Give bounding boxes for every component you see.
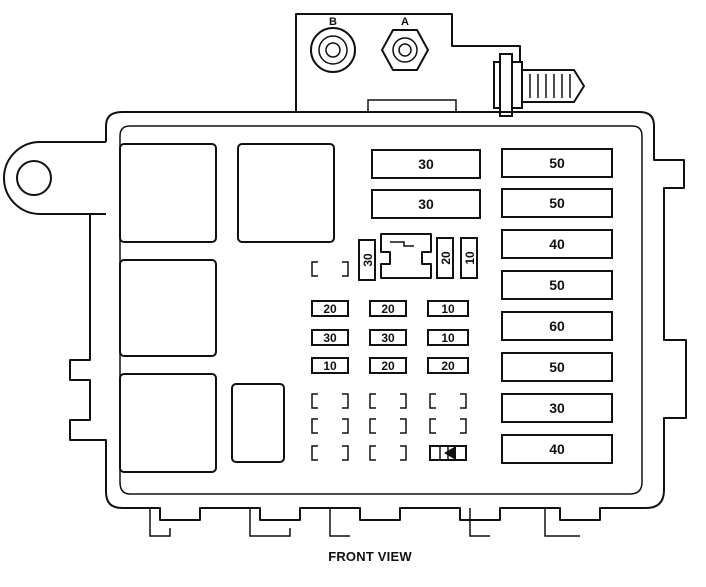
vertical-fuse-left: 30 (358, 239, 376, 281)
housing-inner-wall (119, 125, 643, 495)
mini-fuse-r3c1: 10 (311, 357, 349, 374)
relay-slot-3 (119, 259, 217, 357)
maxi-fuse-4: 50 (501, 270, 613, 300)
housing-outline (69, 111, 687, 521)
flasher-detail (390, 241, 414, 247)
svg-text:10: 10 (323, 359, 337, 373)
svg-text:30: 30 (381, 331, 395, 345)
terminal-stud-b (310, 27, 356, 73)
svg-text:50: 50 (549, 277, 565, 293)
mounting-ear (3, 141, 106, 215)
mini-fuse-r1c1: 20 (311, 300, 349, 317)
maxi-fuse-1: 50 (501, 148, 613, 178)
svg-text:10: 10 (463, 251, 477, 265)
terminal-stud-a (380, 29, 430, 71)
svg-text:30: 30 (549, 400, 565, 416)
svg-text:40: 40 (549, 441, 565, 457)
vertical-fuse-right2: 10 (460, 237, 478, 279)
svg-text:40: 40 (549, 236, 565, 252)
terminal-label-a: A (401, 16, 409, 28)
svg-text:30: 30 (418, 196, 434, 212)
svg-text:60: 60 (549, 318, 565, 334)
svg-text:10: 10 (441, 302, 455, 316)
large-fuse-1: 30 (371, 149, 481, 179)
mini-fuse-r2c1: 30 (311, 329, 349, 346)
svg-text:30: 30 (361, 253, 375, 267)
caption-front-view: FRONT VIEW (328, 549, 412, 564)
mini-fuse-r1c2: 20 (369, 300, 407, 317)
maxi-fuse-5: 60 (501, 311, 613, 341)
harness-connector (493, 53, 585, 117)
svg-text:20: 20 (439, 251, 453, 265)
terminal-label-b: B (329, 16, 337, 28)
svg-text:20: 20 (381, 302, 395, 316)
svg-text:20: 20 (323, 302, 337, 316)
maxi-fuse-6: 50 (501, 352, 613, 382)
vertical-fuse-right1: 20 (436, 237, 454, 279)
bracket-tab (367, 99, 457, 112)
maxi-fuse-7: 30 (501, 393, 613, 423)
mini-fuse-r1c3: 10 (427, 300, 469, 317)
flasher-outline (380, 233, 432, 279)
svg-text:50: 50 (549, 195, 565, 211)
relay-slot-5 (231, 383, 285, 463)
relay-slot-1 (119, 143, 217, 243)
terminal-bracket (295, 13, 521, 112)
svg-text:20: 20 (381, 359, 395, 373)
maxi-fuse-2: 50 (501, 188, 613, 218)
large-fuse-2: 30 (371, 189, 481, 219)
mini-fuse-r3c2: 20 (369, 357, 407, 374)
empty-slot-upper (311, 261, 349, 277)
mini-fuse-r2c2: 30 (369, 329, 407, 346)
housing-feet (149, 508, 580, 537)
svg-text:10: 10 (441, 331, 455, 345)
mini-fuse-r3c3: 20 (427, 357, 469, 374)
empty-mini-slots (311, 393, 467, 461)
relay-slot-2 (237, 143, 335, 243)
svg-text:50: 50 (549, 359, 565, 375)
svg-text:20: 20 (441, 359, 455, 373)
svg-text:30: 30 (323, 331, 337, 345)
relay-slot-4 (119, 373, 217, 473)
fuse-puller (429, 445, 467, 461)
maxi-fuse-3: 40 (501, 229, 613, 259)
svg-text:30: 30 (418, 156, 434, 172)
svg-text:50: 50 (549, 155, 565, 171)
maxi-fuse-8: 40 (501, 434, 613, 464)
mini-fuse-r2c3: 10 (427, 329, 469, 346)
